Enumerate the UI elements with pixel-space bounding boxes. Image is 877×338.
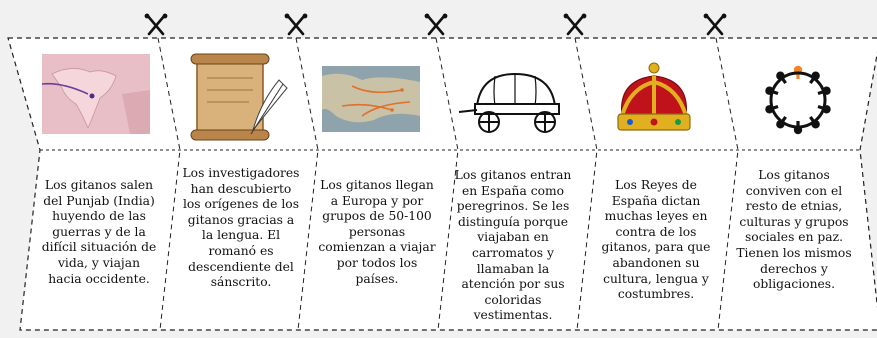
scissors-icon: [563, 13, 587, 36]
fold-line-4: [574, 37, 598, 331]
scroll-quill-icon: [190, 53, 288, 141]
fold-lines: [157, 37, 739, 331]
scissors-icon: [424, 13, 448, 36]
royal-crown-icon: [617, 62, 691, 131]
caption-6: Los gitanos conviven con el resto de etn…: [736, 168, 852, 292]
europe-migration-map-icon: [322, 66, 420, 132]
scissors-icon: [703, 13, 727, 36]
caption-3: Los gitanos llegan a Europa y por grupos…: [318, 178, 436, 286]
fold-line-1: [157, 37, 181, 331]
caption-4: Los gitanos entran en España como peregr…: [454, 168, 572, 323]
caption-2: Los investigadores han descubierto los o…: [182, 166, 300, 290]
fold-line-2: [295, 37, 319, 331]
india-map-icon: [42, 54, 150, 134]
fold-line-3: [435, 37, 459, 331]
covered-wagon-icon: [458, 72, 560, 133]
caption-5: Los Reyes de España dictan muchas leyes …: [601, 178, 711, 302]
scissors-icon: [284, 13, 308, 36]
caption-1: Los gitanos salen del Punjab (India) huy…: [41, 178, 157, 286]
people-circle-icon: [765, 65, 831, 135]
scissors-icon: [144, 13, 168, 36]
fold-line-5: [715, 37, 739, 331]
